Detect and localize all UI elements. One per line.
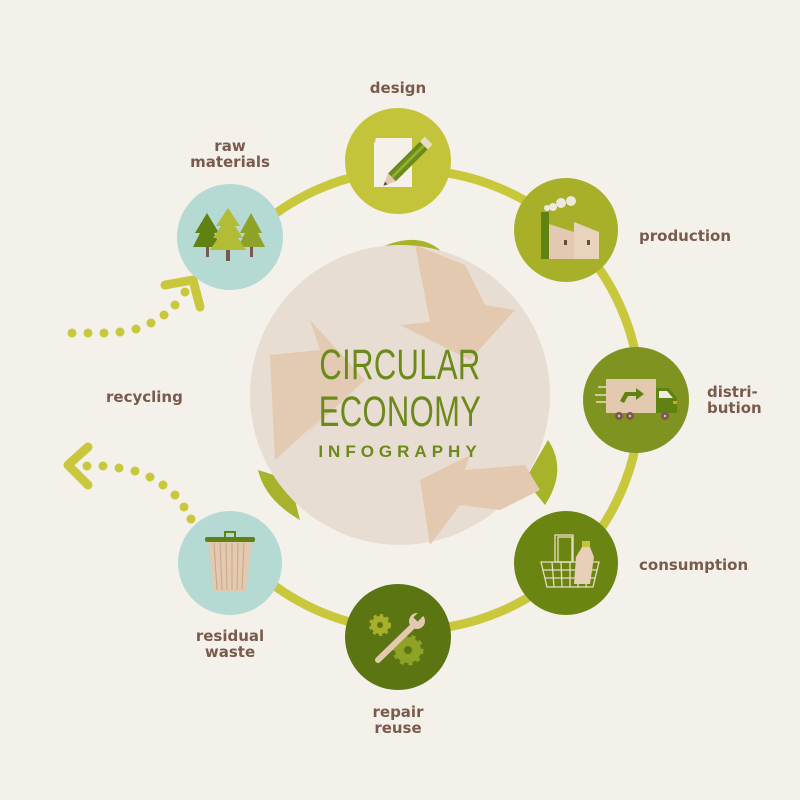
label-raw-line1: raw <box>214 137 246 155</box>
delivery-truck-icon <box>595 379 677 420</box>
label-distribution-line1: distri- <box>707 383 758 401</box>
stage-raw-materials[interactable] <box>177 184 283 290</box>
stage-design[interactable] <box>345 108 451 214</box>
label-residual-line1: residual <box>195 627 265 645</box>
pine-trees-icon <box>193 208 265 261</box>
stage-distribution[interactable] <box>583 347 689 453</box>
label-residual-waste: residual waste <box>180 628 280 660</box>
recycling-arrow-upper <box>67 275 205 338</box>
stage-residual-waste[interactable] <box>178 511 282 615</box>
title-line-1: CIRCULAR <box>319 341 481 389</box>
trash-bin-icon <box>205 531 255 592</box>
label-production: production <box>639 227 732 245</box>
label-distribution-line2: bution <box>707 399 762 417</box>
label-raw-materials: raw materials <box>180 138 280 170</box>
label-design: design <box>369 79 427 97</box>
factory-icon <box>541 196 599 259</box>
label-recycling: recycling <box>106 388 183 406</box>
wrench-gears-icon <box>369 611 425 666</box>
stage-consumption[interactable] <box>514 511 618 615</box>
title-line-3: INFOGRAPHY <box>318 442 482 461</box>
stage-repair-reuse[interactable] <box>345 584 451 690</box>
label-consumption: consumption <box>639 556 749 574</box>
label-repair-reuse: repair reuse <box>358 704 438 736</box>
center-globe <box>250 239 558 545</box>
paper-pencil-icon <box>374 136 433 187</box>
label-repair-line1: repair <box>372 703 424 721</box>
label-residual-line2: waste <box>204 643 256 661</box>
recycle-arrows-icon <box>270 245 540 545</box>
recycling-arrow-lower <box>63 442 196 524</box>
title-line-2: ECONOMY <box>318 388 482 436</box>
label-raw-line2: materials <box>190 153 270 171</box>
label-repair-line2: reuse <box>374 719 422 737</box>
stage-production[interactable] <box>514 178 618 282</box>
bottle-icon <box>574 541 594 584</box>
label-distribution: distri- bution <box>707 384 762 416</box>
